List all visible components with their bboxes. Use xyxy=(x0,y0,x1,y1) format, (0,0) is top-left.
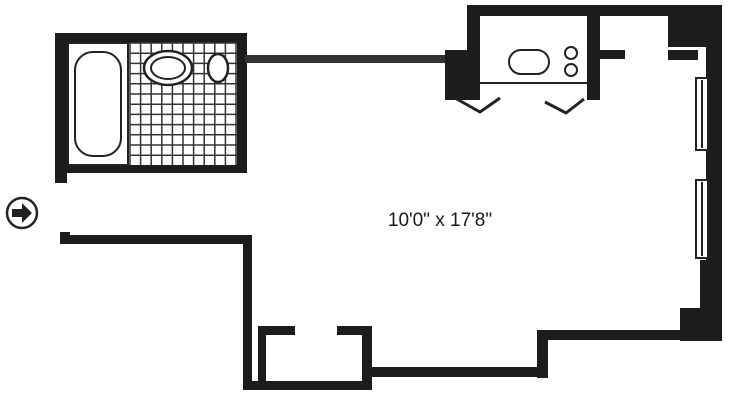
east-wall xyxy=(706,5,722,341)
closet-stub-right xyxy=(337,326,372,335)
room-dimension-label: 10'0" x 17'8" xyxy=(387,210,493,231)
closet-stub-left xyxy=(258,326,295,335)
bathtub xyxy=(67,42,129,166)
bath-sink xyxy=(142,49,194,87)
closet-left-wall xyxy=(243,240,252,390)
walls xyxy=(55,5,722,390)
corner-block xyxy=(668,12,708,47)
kitchen-left-pier xyxy=(445,50,480,100)
closet-right-wall xyxy=(362,326,372,390)
entry-arrow-icon xyxy=(5,196,39,230)
bath-left-wall xyxy=(55,33,67,183)
bifold-door-right xyxy=(544,97,585,115)
burner-icon xyxy=(564,63,578,77)
closet-inner-wall xyxy=(258,326,266,386)
south-step-wall xyxy=(537,330,548,378)
bath-right-wall xyxy=(237,33,247,173)
kitchen-right-wall xyxy=(587,15,600,100)
burner-icon xyxy=(564,46,578,60)
north-wall xyxy=(245,55,467,63)
closet-bottom-wall xyxy=(243,381,372,390)
entry-jamb xyxy=(60,232,70,244)
kitchen-stub xyxy=(598,50,625,59)
south-wall-mid xyxy=(370,367,548,377)
kitchen-sink xyxy=(508,49,550,75)
toilet xyxy=(206,52,230,84)
wardrobe xyxy=(695,77,709,259)
west-lower-wall xyxy=(60,235,252,244)
corner-stub xyxy=(668,50,698,60)
bath-top-wall xyxy=(55,33,247,43)
south-wall-east xyxy=(538,330,722,340)
bifold-door-left xyxy=(454,96,501,114)
kitchen-top-wall xyxy=(467,5,722,16)
bath-bottom-wall xyxy=(60,165,247,173)
